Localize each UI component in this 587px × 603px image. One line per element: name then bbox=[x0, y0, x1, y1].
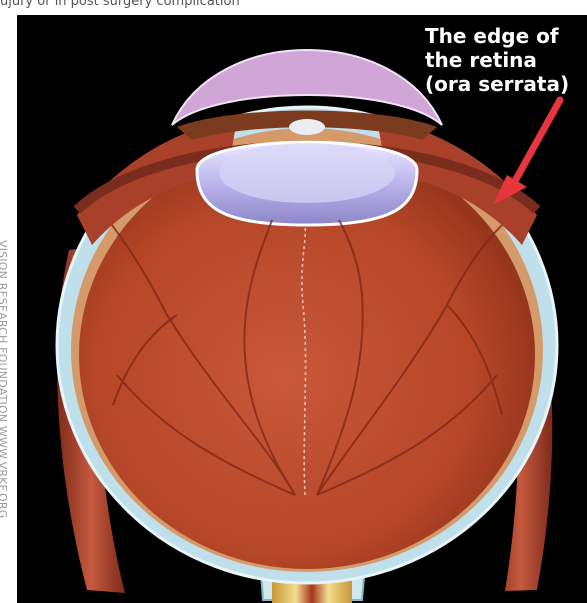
ora-serrata-annotation: The edge of the retina (ora serrata) bbox=[425, 24, 585, 96]
annotation-line-3: (ora serrata) bbox=[425, 72, 585, 96]
top-caption: ujury or in post surgery complication bbox=[0, 0, 300, 10]
side-credit-text: VISION RESEARCH FOUNDATION WWW.VRKF.ORG bbox=[0, 240, 9, 518]
arrow-icon bbox=[493, 100, 560, 205]
eye-diagram-panel: The edge of the retina (ora serrata) bbox=[17, 15, 587, 603]
annotation-line-2: the retina bbox=[425, 48, 585, 72]
side-credit: VISION RESEARCH FOUNDATION WWW.VRKF.ORG bbox=[0, 240, 11, 600]
pupil-reflection bbox=[289, 119, 325, 135]
annotation-line-1: The edge of bbox=[425, 24, 585, 48]
eye-cross-section bbox=[17, 15, 587, 603]
